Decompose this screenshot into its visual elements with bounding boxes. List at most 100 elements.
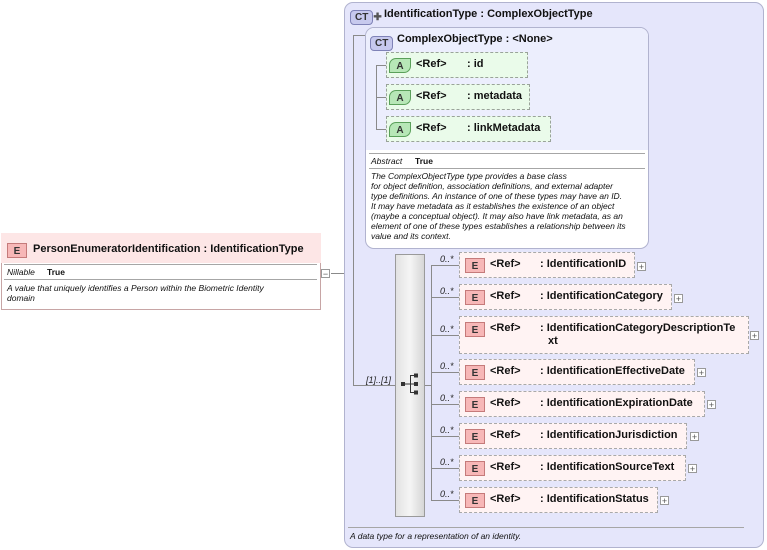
element-identification-source-text[interactable] <box>459 455 686 481</box>
complex-type-badge: CT <box>370 36 394 51</box>
element-occurrence: 0..* <box>440 425 454 435</box>
abstract-label: Abstract <box>371 156 403 166</box>
element-occurrence: 0..* <box>440 324 454 334</box>
element-ref: <Ref> <box>490 290 521 302</box>
root-element-title: PersonEnumeratorIdentification : Identif… <box>33 243 304 255</box>
complex-object-type-base: : <None> <box>505 33 553 45</box>
attribute-icon: A <box>389 122 411 137</box>
root-element-documentation: A value that uniquely identifies a Perso… <box>7 283 312 303</box>
connector-line <box>431 265 432 500</box>
connector-line <box>431 372 459 373</box>
expand-icon[interactable]: + <box>660 496 669 506</box>
expand-icon[interactable]: + <box>688 464 697 474</box>
element-name-continued: xt <box>548 335 558 347</box>
element-name: : IdentificationStatus <box>540 493 649 505</box>
connector-line <box>353 35 354 385</box>
element-icon: E <box>465 397 485 412</box>
divider <box>4 279 317 280</box>
element-occurrence: 0..* <box>440 393 454 403</box>
attribute-icon: A <box>389 58 411 73</box>
element-occurrence: 0..* <box>440 489 454 499</box>
element-occurrence: 0..* <box>440 457 454 467</box>
doc-line: The ComplexObjectType type provides a ba… <box>371 171 567 181</box>
element-identification-category[interactable] <box>459 284 672 310</box>
connector-line <box>425 385 431 386</box>
element-icon: E <box>465 429 485 444</box>
divider <box>348 527 744 528</box>
sequence-icon <box>401 373 418 395</box>
connector-line <box>431 335 459 336</box>
complex-object-type-documentation: The ComplexObjectType type provides a ba… <box>371 171 647 241</box>
doc-line: value and its context. <box>371 231 451 241</box>
element-identification-id[interactable] <box>459 252 635 278</box>
connector-line <box>431 468 459 469</box>
element-icon: E <box>465 461 485 476</box>
complex-object-type-name: ComplexObjectType <box>397 33 503 45</box>
connector-line <box>331 273 353 274</box>
complex-object-type-title: ComplexObjectType : <None> <box>397 33 553 45</box>
element-name: : IdentificationJurisdiction <box>540 429 678 441</box>
doc-line: for object definition, association defin… <box>371 181 613 191</box>
doc-line: element of one of these types establishe… <box>371 221 626 231</box>
doc-line: (maybe a conceptual object). It may also… <box>371 211 623 221</box>
element-occurrence: 0..* <box>440 361 454 371</box>
expand-icon[interactable]: + <box>707 400 716 410</box>
element-ref: <Ref> <box>490 493 521 505</box>
connector-line <box>376 97 386 98</box>
doc-line: type definitions. An instance of one of … <box>371 191 623 201</box>
element-ref: <Ref> <box>490 461 521 473</box>
attribute-icon: A <box>389 90 411 105</box>
element-icon: E <box>465 365 485 380</box>
element-ref: <Ref> <box>490 429 521 441</box>
element-identification-category-description-text[interactable] <box>459 316 749 354</box>
root-element-type: : IdentificationType <box>203 243 304 255</box>
nillable-label: Nillable <box>7 267 35 277</box>
doc-line: A value that uniquely identifies a Perso… <box>7 283 264 293</box>
element-name: : IdentificationCategoryDescriptionTe <box>540 322 736 334</box>
attribute-link-metadata[interactable] <box>386 116 551 142</box>
identification-type-title: IdentificationType : ComplexObjectType <box>384 8 593 20</box>
expand-icon[interactable]: + <box>697 368 706 378</box>
root-element-header <box>1 233 321 263</box>
element-icon: E <box>465 322 485 337</box>
connector-line <box>376 65 386 66</box>
attribute-name: : id <box>467 58 484 70</box>
expand-icon[interactable]: + <box>690 432 699 442</box>
complex-type-badge: CT <box>350 10 374 25</box>
element-identification-status[interactable] <box>459 487 658 513</box>
complex-type-icon: CT✚ <box>350 7 382 25</box>
connector-line <box>431 297 459 298</box>
expand-icon[interactable]: + <box>674 294 683 304</box>
connector-line <box>376 129 386 130</box>
element-identification-effective-date[interactable] <box>459 359 695 385</box>
element-icon: E <box>465 493 485 508</box>
connector-line <box>431 404 459 405</box>
collapse-icon[interactable]: − <box>321 269 330 279</box>
sequence-compositor[interactable] <box>395 254 425 517</box>
expand-icon[interactable]: + <box>637 262 646 272</box>
element-name: : IdentificationEffectiveDate <box>540 365 685 377</box>
element-name: : IdentificationSourceText <box>540 461 675 473</box>
abstract-value: True <box>415 156 433 166</box>
divider <box>4 264 317 265</box>
element-icon: E <box>465 258 485 273</box>
nillable-value: True <box>47 267 65 277</box>
element-name: : IdentificationCategory <box>540 290 663 302</box>
element-identification-jurisdiction[interactable] <box>459 423 687 449</box>
element-identification-expiration-date[interactable] <box>459 391 705 417</box>
sequence-occurrence: [1]..[1] <box>366 375 392 385</box>
element-ref: <Ref> <box>490 322 521 334</box>
element-icon: E <box>7 243 27 258</box>
connector-line <box>431 265 459 266</box>
identification-type-name: IdentificationType <box>384 8 478 20</box>
attribute-ref: <Ref> <box>416 122 447 134</box>
complex-type-icon: CT <box>370 33 394 51</box>
root-element-name: PersonEnumeratorIdentification <box>33 243 201 255</box>
expand-icon[interactable]: + <box>750 331 759 341</box>
connector-line <box>353 35 365 36</box>
attribute-ref: <Ref> <box>416 90 447 102</box>
attribute-ref: <Ref> <box>416 58 447 70</box>
identification-type-documentation: A data type for a representation of an i… <box>350 531 522 541</box>
element-name: : IdentificationID <box>540 258 627 270</box>
connector-line <box>353 385 395 386</box>
